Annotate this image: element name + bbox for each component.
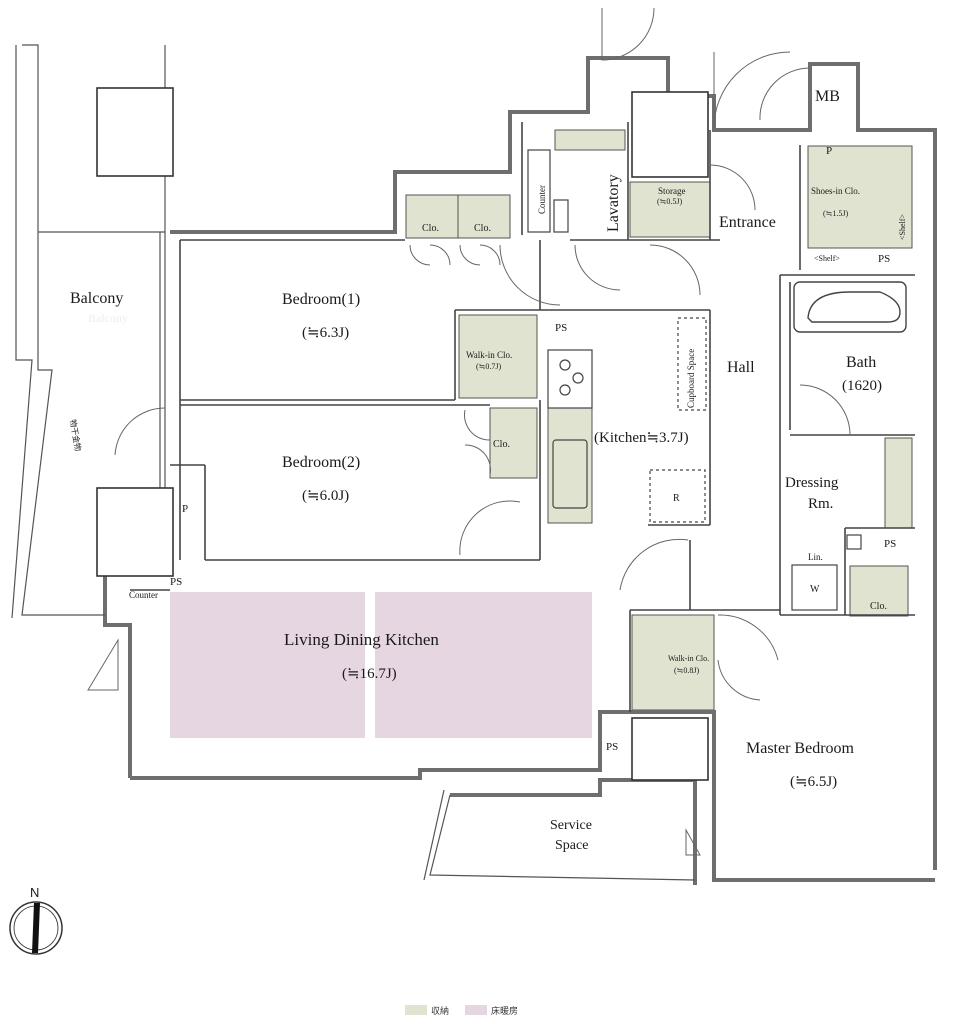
master-area: (≒6.5J): [790, 774, 837, 790]
legend-label-floor-heating: 床暖房: [491, 1006, 519, 1017]
balcony-label: Balcony: [70, 290, 123, 307]
shoes-label: Shoes-in Clo.: [811, 186, 860, 196]
bedroom2-area: (≒6.0J): [302, 488, 349, 504]
walkin-closet-1: [458, 314, 538, 399]
master-label: Master Bedroom: [746, 740, 855, 757]
closet-bedroom1-left: [405, 194, 459, 239]
washer-label: W: [810, 584, 820, 595]
balcony-outline: [11, 44, 166, 619]
doors: [87, 7, 851, 856]
closet-bedroom2: [489, 407, 538, 479]
walkin2-area: (≒0.8J): [674, 666, 699, 675]
clo-label-1: Clo.: [422, 223, 439, 234]
hall-label: Hall: [727, 359, 755, 376]
drying-rack-label: 物干金物: [68, 419, 83, 452]
outdoor-units: [96, 87, 709, 781]
fridge-label: R: [673, 493, 680, 504]
p-label-1: P: [182, 503, 188, 515]
service-label-1: Service: [550, 818, 592, 833]
service-space-fence: [423, 789, 696, 881]
cupboard-label: Cupboard Space: [686, 349, 696, 408]
outdoor-unit-top: [96, 87, 174, 177]
legend: 収納 床暖房: [405, 1003, 528, 1017]
outdoor-unit-bottom: [96, 487, 174, 577]
bedroom1-area: (≒6.3J): [302, 325, 349, 341]
floor-heating-zones: [170, 592, 592, 738]
shoes-area: (≒1.5J): [823, 209, 848, 218]
legend-item-storage: 収納: [405, 1004, 449, 1017]
kitchen-fixtures: [547, 317, 862, 611]
walkin1-label: Walk-in Clo.: [466, 350, 512, 360]
closet-bedroom1-right: [457, 194, 511, 239]
ps-label-1: PS: [555, 322, 567, 334]
legend-label-storage: 収納: [431, 1006, 450, 1017]
linen-label: Lin.: [808, 552, 823, 562]
legend-swatch-floor-heating: [465, 1005, 488, 1015]
interior-walls: [130, 122, 915, 712]
compass-label: N: [30, 885, 39, 900]
legend-swatch-storage: [405, 1005, 427, 1015]
storage-area: (≒0.5J): [657, 197, 682, 206]
p-label-2: P: [826, 145, 832, 157]
clo-label-2: Clo.: [474, 223, 491, 234]
closet-master: [849, 565, 909, 617]
storage-label: Storage: [658, 186, 686, 196]
legend-item-floor-heating: 床暖房: [465, 1004, 518, 1017]
ps-label-5: PS: [606, 741, 618, 753]
bath-label: Bath: [846, 354, 876, 371]
walkin1-area: (≒0.7J): [476, 362, 501, 371]
bedroom2-label: Bedroom(2): [282, 454, 360, 471]
service-label-2: Space: [555, 838, 588, 853]
ps-label-4: PS: [170, 576, 182, 588]
dressing-label-2: Rm.: [808, 496, 833, 512]
lavatory-storage: [554, 129, 626, 151]
entrance-label: Entrance: [719, 214, 776, 231]
kitchen-counter-storage: [547, 407, 593, 524]
ldk-label: Living Dining Kitchen: [284, 630, 439, 649]
clo-label-3: Clo.: [493, 439, 510, 450]
compass: N: [9, 885, 63, 955]
shelf-label-bottom: <Shelf>: [814, 254, 840, 263]
shoes-in-closet: [807, 145, 913, 249]
compass-ring: [9, 901, 63, 955]
bath-size: (1620): [842, 378, 882, 394]
clo-label-4: Clo.: [870, 601, 887, 612]
floor-plan: N Balcony Balcony Bedroom(1) (≒6.3J) Bed…: [9, 7, 937, 955]
lavatory-counter: [527, 149, 569, 233]
compass-needle-icon: [32, 903, 40, 953]
storage-areas: [405, 129, 913, 711]
floor-heating-zone-right: [375, 592, 592, 738]
kitchen-label: (Kitchen≒3.7J): [594, 430, 689, 446]
lavatory-label: Lavatory: [605, 174, 622, 232]
ldk-area: (≒16.7J): [342, 666, 397, 682]
room-labels: Balcony Balcony Bedroom(1) (≒6.3J) Bedro…: [70, 88, 882, 853]
dressing-storage: [884, 437, 913, 529]
counter-label-lavatory: Counter: [537, 185, 547, 214]
dressing-label-1: Dressing: [785, 475, 839, 491]
storage-lavatory: [629, 181, 711, 238]
bath-tub: [793, 281, 907, 333]
walkin2-label: Walk-in Clo.: [668, 654, 709, 663]
mb-label: MB: [815, 88, 840, 105]
counter-label-ldk: Counter: [129, 590, 158, 600]
shelf-label-side: <Shelf>: [898, 214, 907, 240]
service-unit: [631, 717, 709, 781]
bedroom1-label: Bedroom(1): [282, 291, 360, 308]
ps-label-2: PS: [878, 253, 890, 265]
ps-label-3: PS: [884, 538, 896, 550]
walkin-closet-2: [631, 614, 715, 711]
floor-heating-zone-left-top: [214, 592, 365, 622]
outdoor-unit-entrance: [631, 91, 709, 178]
balcony-ghost-label: Balcony: [88, 311, 128, 325]
